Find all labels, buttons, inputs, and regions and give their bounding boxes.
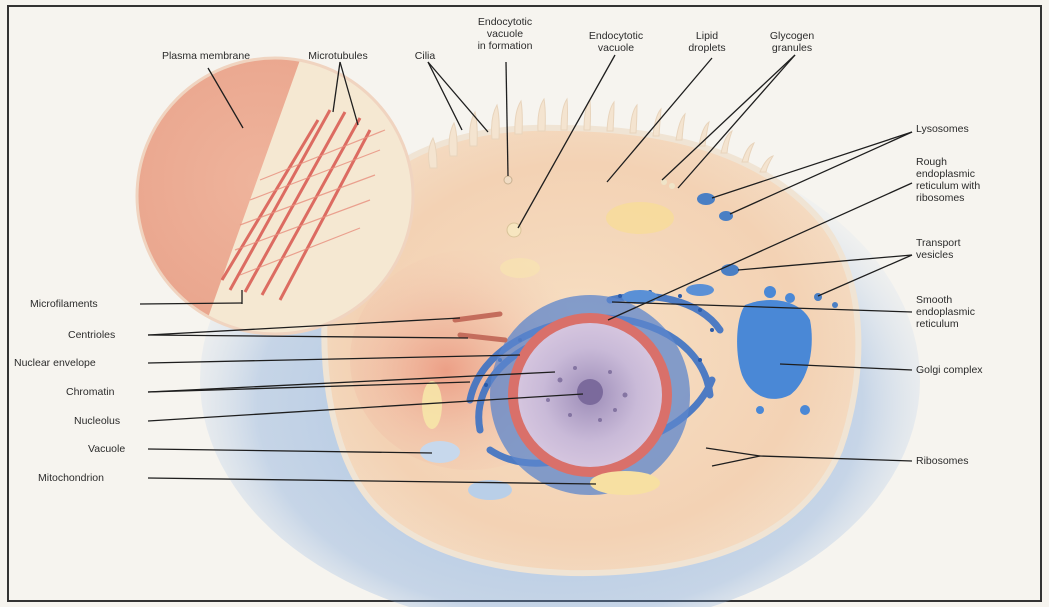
label-golgi-complex: Golgi complex (916, 364, 1036, 376)
label-microfilaments: Microfilaments (30, 298, 150, 310)
label-endocytotic-vacuole: Endocytotic vacuole (566, 30, 666, 54)
label-mitochondrion: Mitochondrion (38, 472, 158, 484)
label-glycogen-granules: Glycogen granules (752, 30, 832, 54)
nucleolus (577, 379, 603, 405)
mitochondrion-2 (422, 381, 442, 429)
label-centrioles: Centrioles (68, 329, 158, 341)
label-chromatin: Chromatin (66, 386, 156, 398)
mitochondrion (590, 471, 660, 495)
label-cilia: Cilia (405, 50, 445, 62)
label-ribosomes: Ribosomes (916, 455, 1036, 467)
endocytotic-vacuole-in-formation (504, 176, 512, 184)
vacuole (420, 441, 460, 463)
label-plasma-membrane: Plasma membrane (136, 50, 276, 62)
label-nucleolus: Nucleolus (74, 415, 164, 427)
label-vacuole: Vacuole (88, 443, 158, 455)
label-rough-er: Rough endoplasmic reticulum with ribosom… (916, 156, 1041, 204)
label-lysosomes: Lysosomes (916, 123, 1036, 135)
label-nuclear-envelope: Nuclear envelope (14, 357, 154, 369)
label-lipid-droplets: Lipid droplets (672, 30, 742, 54)
label-microtubules: Microtubules (288, 50, 388, 62)
label-transport-vesicles: Transport vesicles (916, 237, 1036, 261)
label-endocytotic-vacuole-in-formation: Endocytotic vacuole in formation (450, 16, 560, 52)
label-smooth-er: Smooth endoplasmic reticulum (916, 294, 1036, 330)
